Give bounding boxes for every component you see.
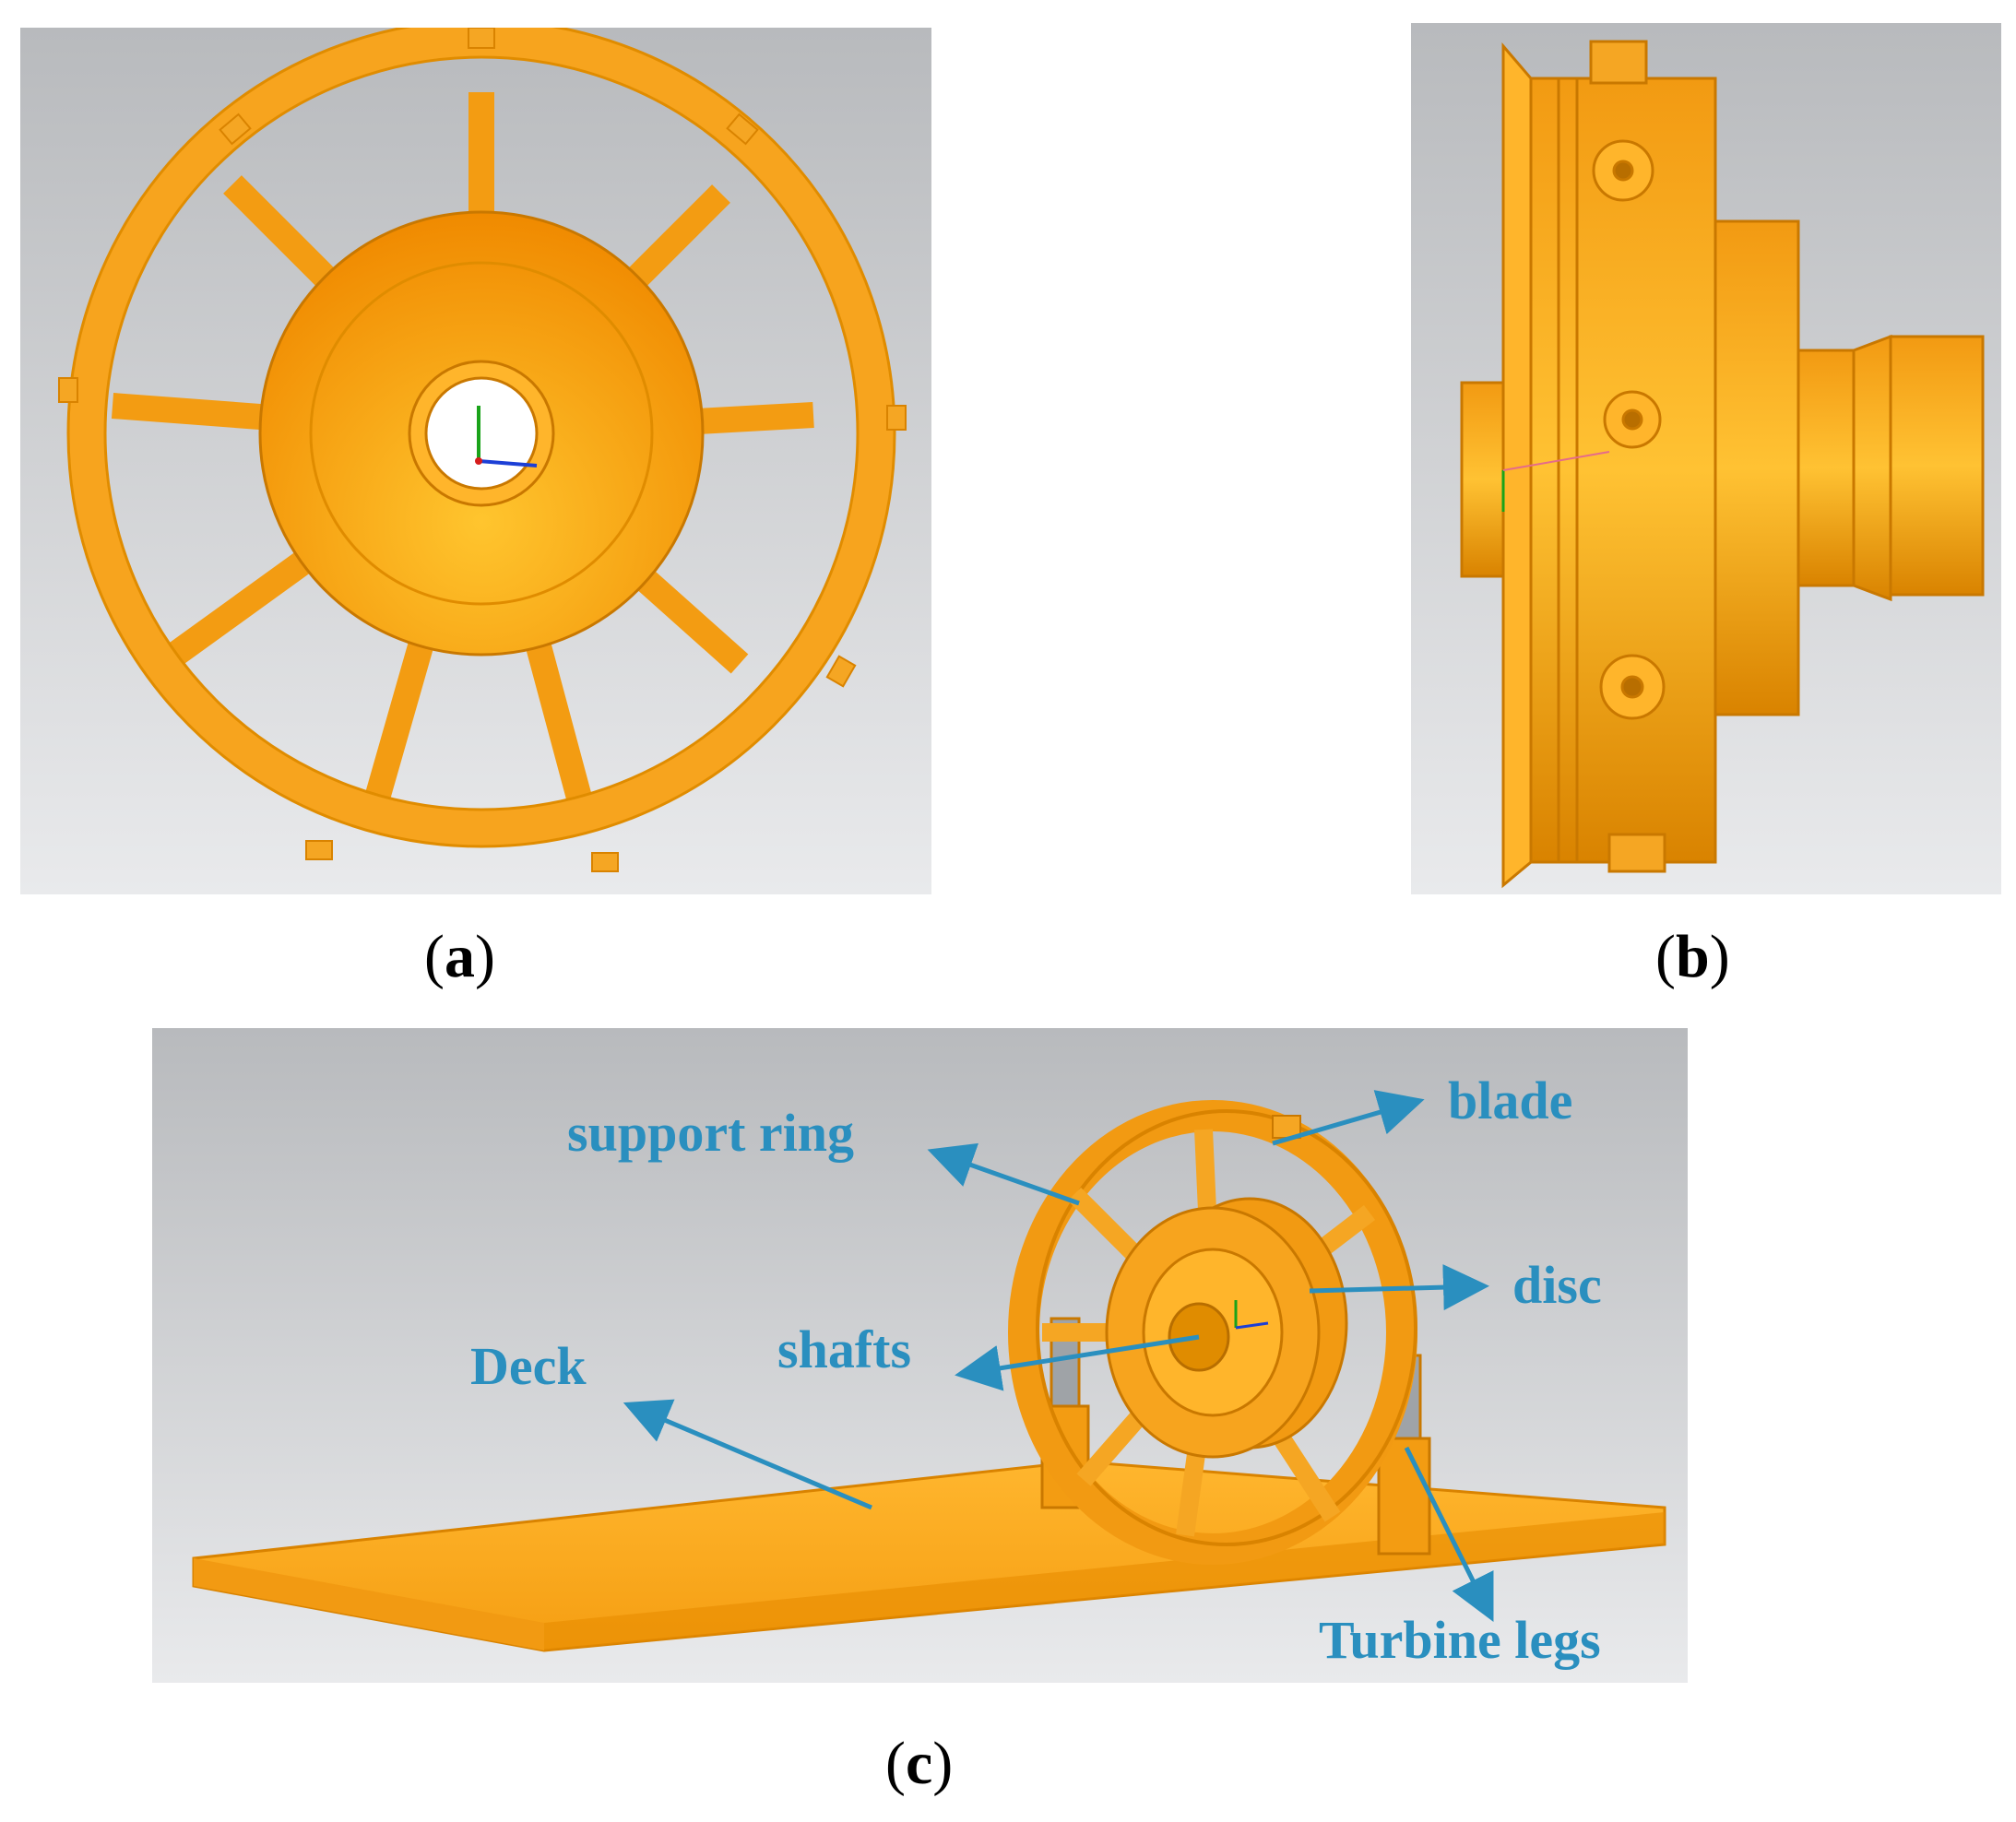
turbine-front-view-drawing [58,28,907,872]
label-blade: blade [1448,1071,1573,1130]
bolt-holes [1592,139,1666,720]
coordinate-axes-icon [475,406,538,467]
ring-tabs [58,28,907,872]
label-disc: disc [1512,1255,1602,1315]
shaft-hole [424,376,539,491]
label-deck: Deck [470,1336,587,1396]
callout-arrows [623,1090,1494,1622]
panel-a-front-view [20,28,931,894]
label-support-ring: support ring [567,1103,855,1163]
turbine-side-view-drawing [1460,40,1985,889]
caption-c: (c) [885,1730,954,1797]
support-ring [1008,1100,1417,1565]
ring-tab-top [1589,40,1648,85]
panel-c-assembly-view: support ring blade disc shafts Deck Turb… [152,1028,1688,1683]
panel-b-side-view [1411,23,2001,894]
caption-b: (b) [1655,923,1730,990]
coordinate-axes-icon [1234,1300,1269,1330]
support-ring-side [1529,77,1717,864]
coordinate-axes-icon [1501,451,1610,512]
turbine-assembly-drawing [192,1090,1666,1652]
caption-a: (a) [424,923,495,990]
ring-tab-bottom [1607,833,1666,873]
label-turbine-legs: Turbine legs [1319,1610,1601,1670]
label-shafts: shafts [777,1319,912,1379]
